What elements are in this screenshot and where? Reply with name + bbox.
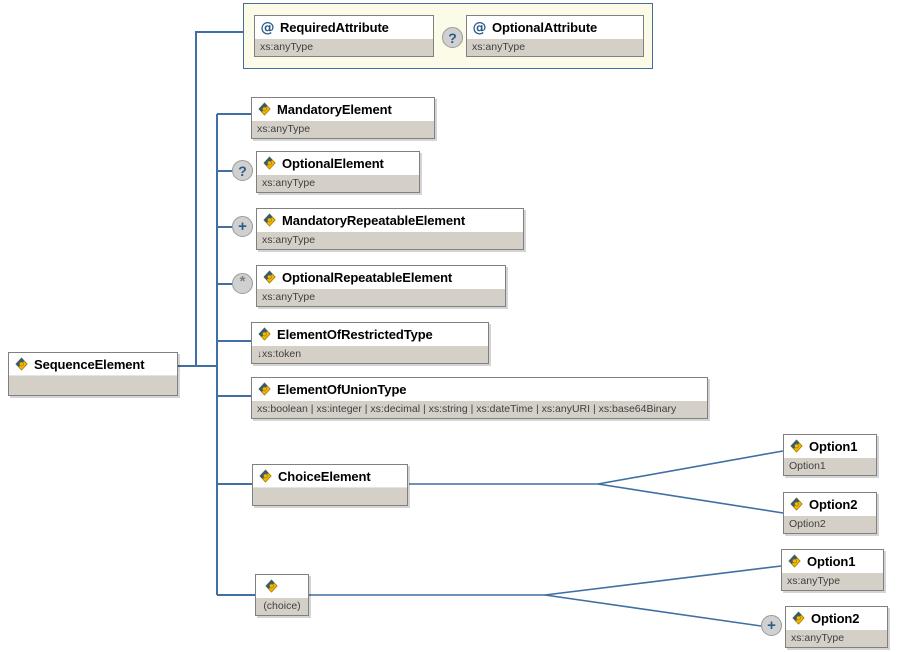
- node-type: xs:anyType: [782, 572, 883, 590]
- cardinality-badge-one-or-more: +: [232, 216, 253, 237]
- element-icon: [14, 356, 29, 372]
- cardinality-badge-optional: ?: [232, 160, 253, 181]
- node-anon-choice-option-1[interactable]: Option1 xs:anyType: [781, 549, 884, 591]
- attribute-type: xs:anyType: [255, 38, 433, 56]
- node-anon-choice-option-2[interactable]: Option2 xs:anyType: [785, 606, 888, 648]
- attribute-node-optional[interactable]: @ OptionalAttribute xs:anyType: [466, 15, 644, 57]
- node-type-label: xs:token: [262, 348, 302, 360]
- element-icon: [258, 468, 273, 484]
- node-choice-option-1[interactable]: Option1 Option1: [783, 434, 877, 476]
- element-icon: [262, 269, 277, 285]
- node-name-row: OptionalRepeatableElement: [257, 266, 505, 288]
- node-type: xs:anyType: [257, 174, 419, 192]
- node-name-row: [256, 575, 308, 597]
- attribute-name-row: @ RequiredAttribute: [255, 16, 433, 38]
- node-mandatory-repeatable-element[interactable]: MandatoryRepeatableElement xs:anyType: [256, 208, 524, 250]
- node-name-row: MandatoryElement: [252, 98, 434, 120]
- element-icon: [789, 438, 804, 454]
- cardinality-badge-label: +: [238, 218, 247, 235]
- element-icon: [791, 610, 806, 626]
- node-mandatory-element[interactable]: MandatoryElement xs:anyType: [251, 97, 435, 139]
- node-label: OptionalElement: [282, 155, 384, 171]
- attribute-type: xs:anyType: [467, 38, 643, 56]
- element-icon: [262, 155, 277, 171]
- restriction-arrow-icon: ↓: [257, 349, 262, 360]
- node-optional-repeatable-element[interactable]: OptionalRepeatableElement xs:anyType: [256, 265, 506, 307]
- node-name-row: Option2: [786, 607, 887, 629]
- attribute-label: OptionalAttribute: [492, 19, 598, 35]
- attribute-node-required[interactable]: @ RequiredAttribute xs:anyType: [254, 15, 434, 57]
- node-name-row: Option1: [784, 435, 876, 457]
- node-name-row: ElementOfRestrictedType: [252, 323, 488, 345]
- at-icon: @: [260, 20, 275, 35]
- cardinality-badge-label: ?: [448, 29, 457, 46]
- node-element-of-restricted-type[interactable]: ElementOfRestrictedType ↓xs:token: [251, 322, 489, 364]
- node-optional-element[interactable]: OptionalElement xs:anyType: [256, 151, 420, 193]
- node-type: Option2: [784, 515, 876, 533]
- node-choice-option-2[interactable]: Option2 Option2: [783, 492, 877, 534]
- node-label: ElementOfRestrictedType: [277, 326, 433, 342]
- node-type: xs:anyType: [252, 120, 434, 138]
- node-label: OptionalRepeatableElement: [282, 269, 453, 285]
- cardinality-badge-optional: ?: [442, 27, 463, 48]
- attribute-name-row: @ OptionalAttribute: [467, 16, 643, 38]
- node-type: ↓xs:token: [252, 345, 488, 363]
- node-name-row: ChoiceElement: [253, 465, 407, 487]
- attribute-group-container: @ RequiredAttribute xs:anyType ? @ Optio…: [243, 3, 653, 69]
- element-icon: [257, 326, 272, 342]
- node-type: xs:anyType: [257, 288, 505, 306]
- node-type: (choice): [256, 597, 308, 615]
- node-label: ChoiceElement: [278, 468, 371, 484]
- node-type: xs:boolean | xs:integer | xs:decimal | x…: [252, 400, 707, 418]
- node-anonymous-choice[interactable]: (choice): [255, 574, 309, 616]
- element-icon: [257, 381, 272, 397]
- svg-text:@: @: [473, 20, 487, 35]
- node-name-row: OptionalElement: [257, 152, 419, 174]
- node-label: Option1: [809, 438, 858, 454]
- node-name-row: MandatoryRepeatableElement: [257, 209, 523, 231]
- attribute-label: RequiredAttribute: [280, 19, 389, 35]
- node-sequence-element[interactable]: SequenceElement: [8, 352, 178, 396]
- element-icon: [789, 496, 804, 512]
- node-label: MandatoryRepeatableElement: [282, 212, 466, 228]
- node-type: [253, 487, 407, 505]
- element-icon: [264, 578, 279, 594]
- element-icon: [262, 212, 277, 228]
- node-choice-element[interactable]: ChoiceElement: [252, 464, 408, 506]
- node-type: xs:anyType: [786, 629, 887, 647]
- node-label: ElementOfUnionType: [277, 381, 407, 397]
- element-icon: [257, 101, 272, 117]
- cardinality-badge-label: *: [239, 273, 246, 290]
- node-type: Option1: [784, 457, 876, 475]
- node-name-row: Option2: [784, 493, 876, 515]
- node-name-row: Option1: [782, 550, 883, 572]
- node-name-row: ElementOfUnionType: [252, 378, 707, 400]
- svg-text:@: @: [261, 20, 275, 35]
- node-element-of-union-type[interactable]: ElementOfUnionType xs:boolean | xs:integ…: [251, 377, 708, 419]
- node-type: [9, 375, 177, 395]
- node-label: SequenceElement: [34, 356, 145, 372]
- cardinality-badge-label: +: [767, 617, 776, 634]
- node-label: Option2: [811, 610, 860, 626]
- at-icon: @: [472, 20, 487, 35]
- node-label: Option2: [809, 496, 858, 512]
- element-icon: [787, 553, 802, 569]
- node-type: xs:anyType: [257, 231, 523, 249]
- cardinality-badge-one-or-more: +: [761, 615, 782, 636]
- node-name-row: SequenceElement: [9, 353, 177, 375]
- node-label: MandatoryElement: [277, 101, 392, 117]
- node-label: Option1: [807, 553, 856, 569]
- cardinality-badge-zero-or-more: *: [232, 273, 253, 294]
- cardinality-badge-label: ?: [238, 162, 247, 179]
